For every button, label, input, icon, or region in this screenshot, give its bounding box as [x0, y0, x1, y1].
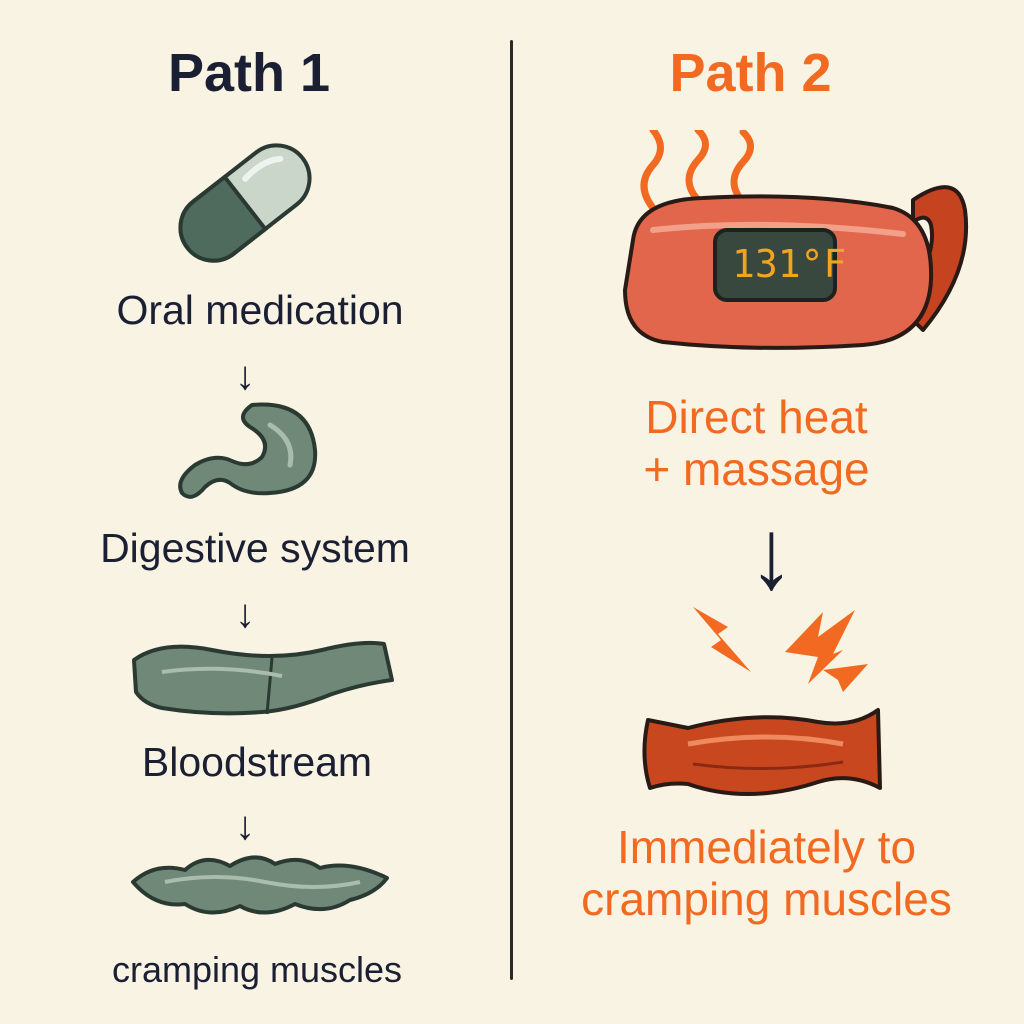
step-direct-heat-massage: Direct heat + massage [501, 391, 1012, 495]
path-1-column: Path 1 Oral medication ↓ Digestive syste… [0, 0, 510, 1024]
path-2-title: Path 2 [669, 43, 832, 103]
path-2-column: Path 2 131°F Direct heat + massage ↓ [513, 0, 1024, 1024]
immediately-line: Immediately to [616, 821, 917, 873]
step-digestive-system: Digestive system [100, 525, 410, 571]
direct-heat-line: Direct heat [645, 391, 868, 443]
step-oral-medication: Oral medication [116, 287, 404, 333]
heating-pad-belt-icon [623, 130, 969, 350]
blood-vessel-icon [132, 640, 394, 716]
arrow-down-3: ↓ [235, 804, 255, 848]
arrow-down-long: ↓ [749, 500, 794, 610]
lightning-spark-icon [693, 607, 868, 692]
temperature-readout: 131°F [732, 242, 847, 286]
massage-line: + massage [643, 442, 870, 495]
step-bloodstream: Bloodstream [141, 739, 373, 785]
step-cramping-muscles: cramping muscles [111, 949, 403, 990]
center-divider [510, 40, 513, 980]
path-1-title: Path 1 [167, 43, 331, 103]
relaxed-muscle-icon [642, 708, 882, 796]
step-immediately-to-muscles: Immediately to cramping muscles [511, 821, 1022, 925]
cramping-muscles-line: cramping muscles [581, 872, 952, 925]
arrow-down-1: ↓ [235, 354, 255, 398]
stomach-icon [178, 402, 318, 499]
pill-capsule-icon [178, 143, 312, 263]
arrow-down-2: ↓ [235, 592, 255, 636]
cramped-muscle-icon [131, 855, 389, 915]
